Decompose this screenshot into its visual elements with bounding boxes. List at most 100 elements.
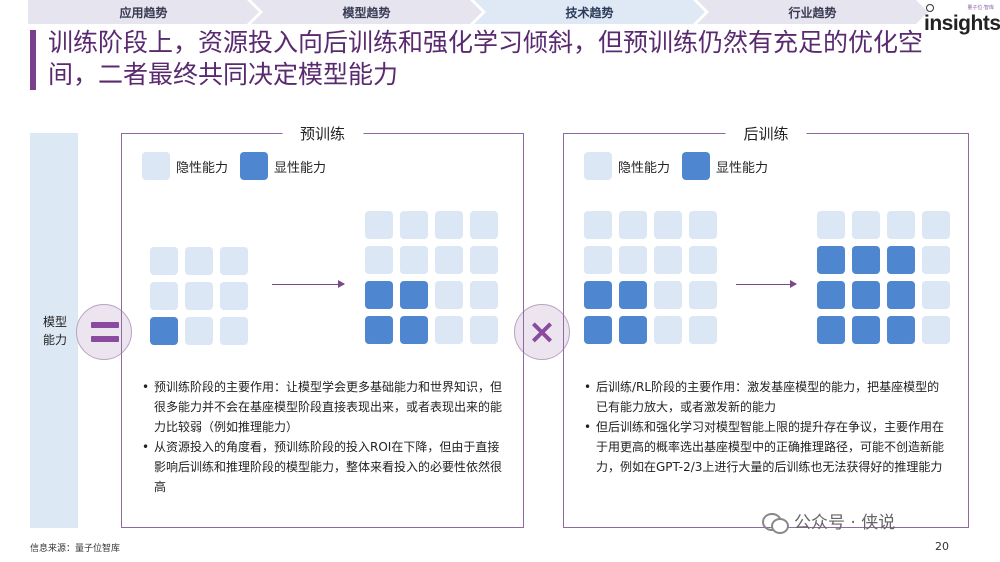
bullet-list-pretraining: 预训练阶段的主要作用：让模型学会更多基础能力和世界知识，但很多能力并不会在基座模… — [140, 377, 506, 497]
implicit-capability-cell — [470, 316, 498, 344]
explicit-capability-cell — [887, 281, 915, 309]
section-nav: 应用趋势 模型趋势 技术趋势 行业趋势 — [28, 0, 920, 24]
tab-application-trends[interactable]: 应用趋势 — [28, 0, 259, 24]
explicit-capability-cell — [365, 281, 393, 309]
explicit-capability-cell — [619, 316, 647, 344]
implicit-capability-cell — [220, 317, 248, 345]
implicit-capability-cell — [400, 246, 428, 274]
arrow-right-icon — [272, 280, 345, 288]
legend-posttraining: 隐性能力 显性能力 — [584, 152, 768, 180]
implicit-capability-cell — [887, 211, 915, 239]
legend-swatch-explicit — [240, 152, 269, 180]
side-label-model-capability: 模型能力 — [42, 315, 67, 347]
implicit-capability-cell — [619, 246, 647, 274]
bullet-item: 从资源投入的角度看，预训练阶段的投入ROI在下降，但由于直接影响后训练和推理阶段… — [140, 437, 506, 497]
tab-industry-trends[interactable]: 行业趋势 — [697, 0, 928, 24]
capability-grid — [150, 247, 248, 345]
implicit-capability-cell — [922, 211, 950, 239]
capability-grid — [584, 211, 717, 344]
wechat-icon — [762, 511, 789, 534]
explicit-capability-cell — [150, 317, 178, 345]
implicit-capability-cell — [435, 246, 463, 274]
explicit-capability-cell — [887, 246, 915, 274]
implicit-capability-cell — [654, 211, 682, 239]
implicit-capability-cell — [689, 316, 717, 344]
legend-label-explicit: 显性能力 — [716, 160, 769, 176]
implicit-capability-cell — [470, 211, 498, 239]
tab-model-trends[interactable]: 模型趋势 — [251, 0, 482, 24]
implicit-capability-cell — [435, 211, 463, 239]
explicit-capability-cell — [584, 316, 612, 344]
implicit-capability-cell — [584, 246, 612, 274]
watermark-text: 公众号 · 侠说 — [794, 513, 896, 533]
implicit-capability-cell — [922, 281, 950, 309]
explicit-capability-cell — [400, 316, 428, 344]
watermark: 公众号 · 侠说 — [762, 508, 896, 534]
legend-swatch-implicit — [584, 152, 612, 180]
implicit-capability-cell — [654, 246, 682, 274]
legend-label-implicit: 隐性能力 — [176, 160, 229, 176]
implicit-capability-cell — [584, 211, 612, 239]
legend-swatch-implicit — [142, 152, 170, 180]
implicit-capability-cell — [435, 316, 463, 344]
legend-label-implicit: 隐性能力 — [618, 160, 671, 176]
implicit-capability-cell — [654, 281, 682, 309]
panel-title-posttraining: 后训练 — [725, 123, 807, 144]
panel-pretraining: 预训练 隐性能力 显性能力 预训练阶段的主要作用：让模型学会更多基础能力和世界知… — [121, 123, 524, 528]
source-note: 信息来源：量子位智库 — [30, 544, 121, 554]
explicit-capability-cell — [365, 316, 393, 344]
logo-circle-icon — [926, 4, 934, 12]
implicit-capability-cell — [470, 246, 498, 274]
explicit-capability-cell — [619, 281, 647, 309]
implicit-capability-cell — [922, 316, 950, 344]
legend-label-explicit: 显性能力 — [274, 160, 327, 176]
explicit-capability-cell — [584, 281, 612, 309]
logo-text: insights — [924, 12, 1000, 35]
legend-pretraining: 隐性能力 显性能力 — [142, 152, 326, 180]
panel-title-pretraining: 预训练 — [281, 123, 364, 144]
implicit-capability-cell — [185, 282, 213, 310]
page-title: 训练阶段上，资源投入向后训练和强化学习倾斜，但预训练仍然有充足的优化空间，二者最… — [48, 28, 924, 89]
implicit-capability-cell — [400, 211, 428, 239]
explicit-capability-cell — [852, 316, 880, 344]
implicit-capability-cell — [150, 247, 178, 275]
arrow-right-icon — [736, 280, 797, 288]
explicit-capability-cell — [817, 281, 845, 309]
legend-swatch-explicit — [682, 152, 711, 180]
explicit-capability-cell — [817, 246, 845, 274]
title-accent-bar — [30, 30, 36, 90]
implicit-capability-cell — [185, 317, 213, 345]
implicit-capability-cell — [470, 281, 498, 309]
implicit-capability-cell — [654, 316, 682, 344]
implicit-capability-cell — [689, 211, 717, 239]
implicit-capability-cell — [185, 247, 213, 275]
implicit-capability-cell — [852, 211, 880, 239]
implicit-capability-cell — [689, 281, 717, 309]
implicit-capability-cell — [365, 246, 393, 274]
implicit-capability-cell — [365, 211, 393, 239]
implicit-capability-cell — [435, 281, 463, 309]
explicit-capability-cell — [852, 246, 880, 274]
implicit-capability-cell — [689, 246, 717, 274]
capability-grid — [365, 211, 498, 344]
panel-posttraining: 后训练 隐性能力 显性能力 后训练/RL阶段的主要作用：激发基座模型的能力，把基… — [563, 123, 969, 528]
implicit-capability-cell — [150, 282, 178, 310]
equals-icon — [76, 304, 132, 360]
implicit-capability-cell — [619, 211, 647, 239]
implicit-capability-cell — [220, 282, 248, 310]
capability-grid — [817, 211, 950, 344]
explicit-capability-cell — [400, 281, 428, 309]
implicit-capability-cell — [817, 211, 845, 239]
explicit-capability-cell — [887, 316, 915, 344]
side-column — [30, 133, 78, 528]
logo-tag: 量子位·智库 — [967, 5, 994, 11]
implicit-capability-cell — [922, 246, 950, 274]
bullet-list-posttraining: 后训练/RL阶段的主要作用：激发基座模型的能力，把基座模型的已有能力放大，或者激… — [582, 377, 948, 477]
implicit-capability-cell — [220, 247, 248, 275]
explicit-capability-cell — [817, 316, 845, 344]
insights-logo: 量子位·智库 insights — [924, 2, 1000, 36]
page-number: 20 — [935, 540, 949, 553]
bullet-item: 后训练/RL阶段的主要作用：激发基座模型的能力，把基座模型的已有能力放大，或者激… — [582, 377, 948, 417]
tab-technology-trends[interactable]: 技术趋势 — [474, 0, 705, 24]
explicit-capability-cell — [852, 281, 880, 309]
